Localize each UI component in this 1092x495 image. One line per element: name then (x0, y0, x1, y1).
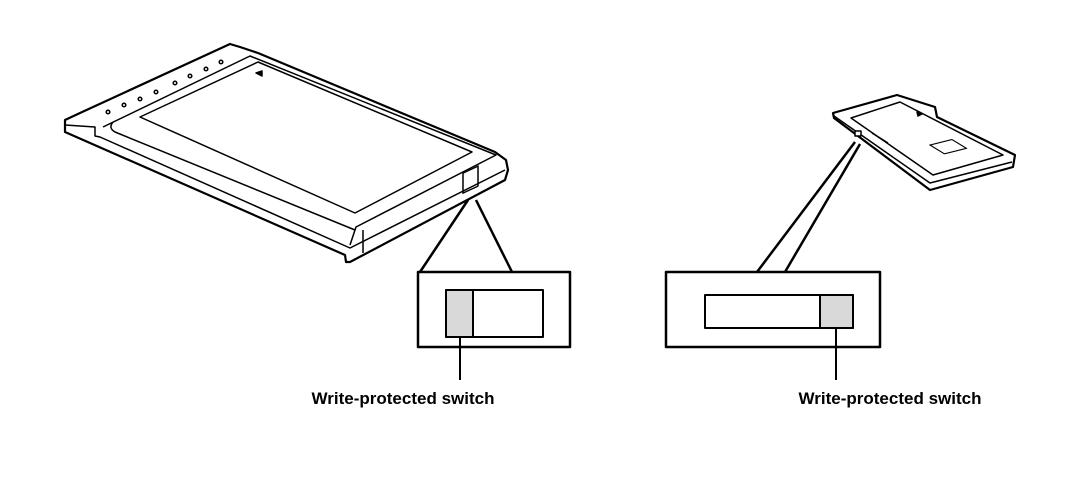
pc-card-top-face (102, 55, 497, 246)
pc-card-front-edge (64, 124, 506, 249)
sd-card-callout (664, 141, 882, 380)
pc-card-callout (416, 199, 572, 380)
sd-card-window (928, 139, 968, 155)
pc-card-arrow-mark (255, 70, 263, 77)
pc-card-outline (63, 42, 510, 264)
sd-card-label-area (850, 101, 1004, 176)
pc-card-switch (462, 165, 479, 194)
sd-card-switch (854, 130, 862, 137)
sd-card-outline (831, 93, 1017, 192)
pc-card-switch-label: Write-protected switch (311, 389, 495, 408)
sd-card-switch-label: Write-protected switch (798, 389, 982, 408)
sd-card-arrow-mark (916, 111, 923, 117)
pc-card-callout-box (416, 270, 572, 349)
pc-card-switch-knob (445, 289, 474, 338)
pc-card-raised-edge (110, 121, 356, 231)
sd-card-illustration (831, 93, 1017, 192)
sd-card-front-edge (833, 115, 1013, 184)
pc-card-connector-pins (105, 59, 224, 115)
pc-card-illustration (63, 42, 510, 264)
sd-card-switch-knob (819, 294, 854, 329)
pc-card-label-area (139, 61, 473, 214)
